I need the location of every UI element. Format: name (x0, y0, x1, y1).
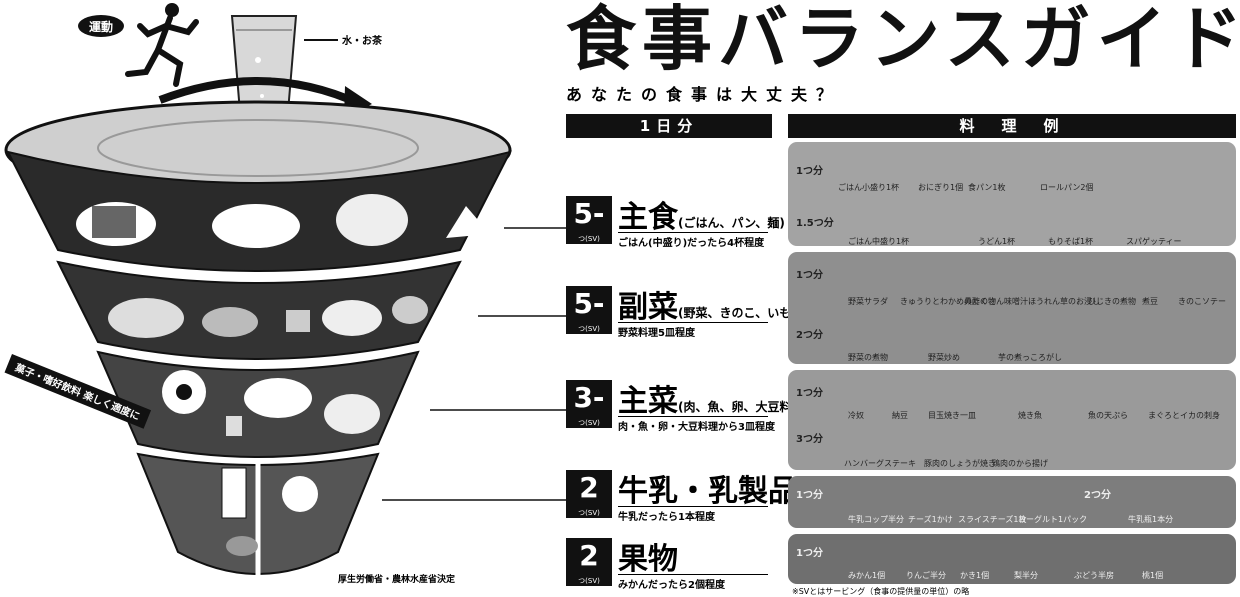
group-name: 副菜 (618, 290, 678, 325)
example-label: 野菜サラダ (848, 297, 888, 306)
example-label: スパゲッティー (1126, 237, 1182, 246)
group-unit: つ(SV) (566, 324, 612, 334)
group-name: 牛乳・乳製品 (618, 474, 798, 509)
example-label: 食パン1枚 (968, 183, 1006, 192)
example-label: ロールパン2個 (1040, 183, 1094, 192)
example-label: ハンバーグステーキ (844, 459, 916, 468)
group-note: 肉・魚・卵・大豆料理から3皿程度 (618, 422, 775, 433)
page-title: 食事バランスガイド (566, 0, 1240, 80)
group-count: 2 (566, 470, 612, 508)
example-label: 牛乳コップ半分 (848, 515, 904, 524)
rice-bowl-icon (336, 194, 408, 246)
example-label: 梨半分 (1014, 571, 1038, 580)
example-label: ヨーグルト1パック (1018, 515, 1088, 524)
example-label: 焼き魚 (1018, 411, 1042, 420)
example-label: 野菜の煮物 (848, 353, 888, 362)
group-count: 2 (566, 538, 612, 576)
example-label: 牛乳瓶1本分 (1128, 515, 1174, 524)
group-unit: つ(SV) (566, 234, 612, 244)
group-unit: つ(SV) (566, 418, 612, 428)
example-label: 桃1個 (1142, 571, 1164, 580)
group-unit: つ(SV) (566, 576, 612, 586)
example-label: チーズ1かけ (908, 515, 953, 524)
example-label: 冷奴 (848, 411, 864, 420)
serving-count: 1つ分 (796, 490, 823, 501)
group-count: 5-6 (566, 286, 612, 356)
group-count: 3-5 (566, 380, 612, 450)
page-subtitle: あなたの食事は大丈夫？ (566, 85, 842, 104)
serving-count: 2つ分 (1084, 490, 1111, 501)
fruit-examples-panel: 1つ分 みかん1個 りんご半分 かき1個 梨半分 ぶどう半房 桃1個 (788, 534, 1236, 584)
group-note: 牛乳だったら1本程度 (618, 512, 715, 523)
serving-count: 1つ分 (796, 166, 823, 177)
water-label: 水・お茶 (341, 34, 383, 47)
side-examples-panel: 1つ分 野菜サラダ きゅうりとわかめの酢の物 具たくさん味噌汁 ほうれん草のお浸… (788, 252, 1236, 364)
group-name: 果物 (618, 542, 678, 577)
example-label: 煮豆 (1142, 297, 1158, 306)
serving-count: 3つ分 (796, 434, 823, 445)
group-note: 野菜料理5皿程度 (618, 328, 695, 339)
water-glass-icon (230, 15, 298, 113)
example-label: ほうれん草のお浸し (1028, 297, 1100, 306)
example-label: 魚の天ぷら (1088, 411, 1128, 420)
onigiri-icon (446, 206, 490, 238)
group-note: みかんだったら2個程度 (618, 580, 725, 591)
example-label: 目玉焼き一皿 (928, 411, 976, 420)
daily-header: 1日分 (566, 114, 772, 138)
serving-count: 1つ分 (796, 548, 823, 559)
example-label: まぐろとイカの刺身 (1148, 411, 1220, 420)
example-label: もりそば1杯 (1048, 237, 1094, 246)
serving-count: 1つ分 (796, 388, 823, 399)
example-label: うどん1杯 (978, 237, 1016, 246)
staple-examples-panel: 1つ分 ごはん小盛り1杯 おにぎり1個 食パン1枚 ロールパン2個 1.5つ分 … (788, 142, 1236, 246)
example-label: 納豆 (892, 411, 908, 420)
example-label: みかん1個 (848, 571, 886, 580)
example-label: きゅうりとわかめの酢の物 (900, 297, 996, 306)
footer-credit: 厚生労働省・農林水産省決定 (338, 575, 456, 585)
example-label: スライスチーズ1枚 (958, 515, 1027, 524)
dairy-examples-panel: 1つ分 牛乳コップ半分 チーズ1かけ スライスチーズ1枚 ヨーグルト1パック 2… (788, 476, 1236, 528)
example-label: おにぎり1個 (918, 183, 964, 192)
example-label: 芋の煮っころがし (998, 353, 1062, 362)
milk-carton-icon (221, 467, 247, 519)
example-label: 鶏肉のから揚げ (992, 459, 1048, 468)
serving-count: 1.5つ分 (796, 218, 834, 229)
footer-note: ※SVとはサービング（食事の提供量の単位）の略 (792, 587, 970, 596)
examples-header: 料 理 例 (788, 114, 1236, 138)
example-label: 具たくさん味噌汁 (964, 297, 1028, 306)
example-label: ごはん小盛り1杯 (838, 183, 900, 192)
group-unit: つ(SV) (566, 508, 612, 518)
runner-icon (125, 3, 199, 87)
group-name: 主菜 (618, 384, 678, 419)
noodle-plate-icon (212, 204, 300, 248)
main-examples-panel: 1つ分 冷奴 納豆 目玉焼き一皿 焼き魚 魚の天ぷら まぐろとイカの刺身 3つ分… (788, 370, 1236, 470)
exercise-badge (78, 15, 124, 37)
example-label: ごはん中盛り1杯 (848, 237, 910, 246)
example-label: きのこソテー (1178, 297, 1226, 306)
example-label: 野菜炒め (928, 353, 960, 362)
group-note: ごはん(中盛り)だったら4杯程度 (618, 238, 765, 249)
group-sub: (肉、魚、卵、大豆料理) (678, 400, 809, 414)
group-sub: (ごはん、パン、麺) (678, 216, 785, 230)
example-label: 豚肉のしょうが焼き (924, 459, 996, 468)
example-label: りんご半分 (906, 571, 946, 580)
example-label: かき1個 (960, 571, 990, 580)
exercise-badge-label: 運動 (89, 19, 113, 34)
group-count: 5-7 (566, 196, 612, 266)
example-label: ひじきの煮物 (1088, 297, 1136, 306)
group-name: 主食 (618, 200, 678, 235)
apple-icon (282, 476, 318, 512)
toast-icon (92, 206, 136, 238)
example-label: ぶどう半房 (1074, 571, 1114, 580)
serving-count: 1つ分 (796, 270, 823, 281)
serving-count: 2つ分 (796, 330, 823, 341)
